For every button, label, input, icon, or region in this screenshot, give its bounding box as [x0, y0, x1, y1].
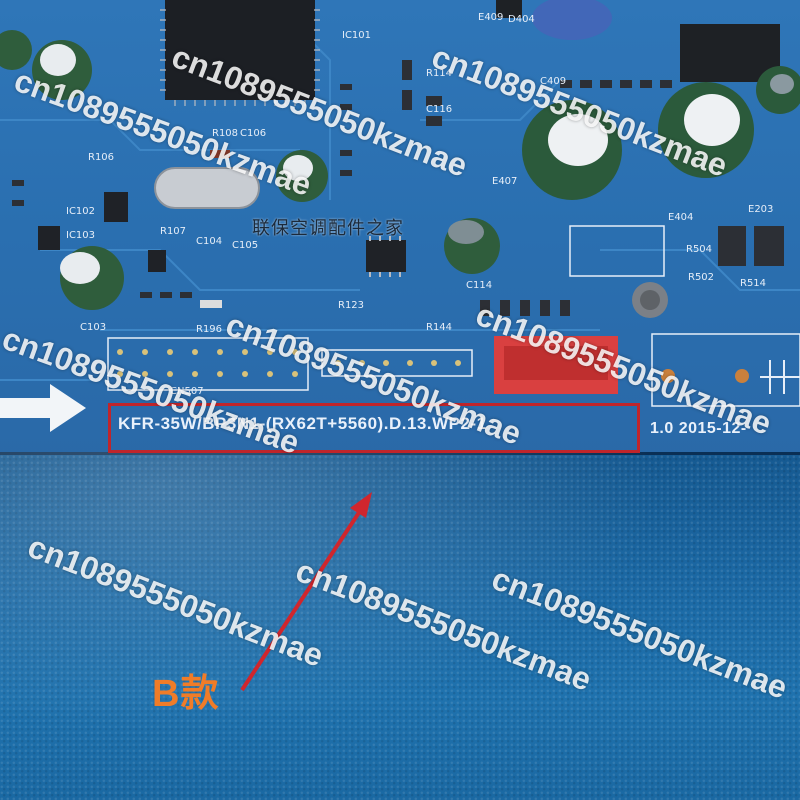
circuit-board — [0, 0, 800, 460]
copper-pad — [661, 369, 675, 383]
component-label: R514 — [740, 278, 767, 289]
transistor-ic — [104, 192, 128, 222]
component-label: CN507 — [170, 386, 204, 397]
component-label: R123 — [338, 300, 365, 311]
component-label: C105 — [232, 240, 259, 251]
cjk-watermark: 联保空调配件之家 — [252, 218, 404, 239]
component-label: R107 — [160, 226, 187, 237]
component-label: R106 — [88, 152, 115, 163]
component-label: E407 — [492, 176, 518, 187]
component-label: E409 — [478, 12, 504, 23]
component-label: C103 — [80, 322, 107, 333]
eeprom-pins — [369, 236, 401, 277]
eeprom-chip — [366, 240, 406, 272]
crystal-oscillator — [154, 167, 260, 209]
small-ic — [38, 226, 60, 250]
ic-pins — [160, 9, 320, 106]
component-label: C106 — [240, 128, 267, 139]
component-label: R108 — [212, 128, 239, 139]
power-transistor — [680, 24, 780, 82]
tray-reflection — [0, 452, 800, 800]
main-ic-chip — [165, 0, 315, 100]
pin-header-pins — [335, 360, 461, 366]
relay-outline — [651, 333, 800, 407]
component-label: C114 — [466, 280, 493, 291]
model-highlight-box — [108, 403, 640, 453]
component-label: IC101 — [342, 30, 372, 41]
diode — [496, 0, 522, 18]
pin-header-outline — [107, 337, 309, 391]
capacitor-symbol — [760, 360, 800, 394]
smd-components — [12, 60, 784, 316]
blue-textured-tray — [0, 452, 800, 800]
component-label: R114 — [426, 68, 453, 79]
component-label: R144 — [426, 322, 453, 333]
variant-label: B款 — [152, 673, 220, 715]
component-label: D404 — [508, 14, 535, 25]
component-label: E203 — [748, 204, 774, 215]
component-label: C116 — [426, 104, 453, 115]
board-model-number: KFR-35W/BP3N1-(RX62T+5560).D.13.WP2-1 — [118, 414, 487, 433]
component-label: C104 — [196, 236, 223, 247]
ceramic-capacitor — [532, 0, 612, 40]
component-label: R196 — [196, 324, 223, 335]
component-label: IC102 — [66, 206, 96, 217]
board-components — [0, 0, 800, 460]
component-label: IC103 — [66, 230, 96, 241]
arrow-shaft — [240, 506, 364, 692]
direction-arrow-icon — [0, 384, 86, 432]
component-label: R504 — [686, 244, 713, 255]
component-label: C409 — [540, 76, 567, 87]
pin-header-pins — [117, 349, 298, 377]
component-label: E404 — [668, 212, 694, 223]
component-label: R502 — [688, 272, 715, 283]
electrolytic-capacitors — [0, 30, 800, 310]
arrow-head-icon — [350, 492, 372, 518]
copper-pad — [735, 369, 749, 383]
board-date-code: 1.0 2015-12- — [650, 420, 747, 437]
pin-header-outline — [321, 349, 473, 377]
config-table — [569, 225, 665, 277]
small-ic — [148, 250, 166, 272]
